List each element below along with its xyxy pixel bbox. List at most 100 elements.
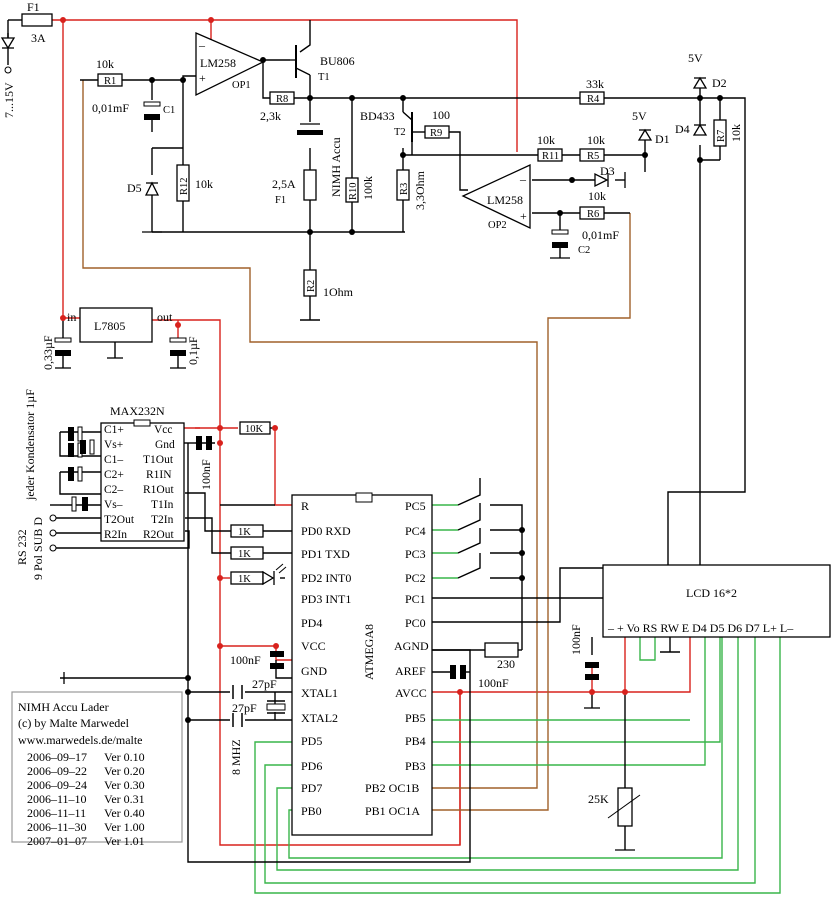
svg-text:VCC: VCC [301,639,326,653]
l7805-box [79,307,153,343]
power-input: F1 3A 7...15V [0,0,53,118]
svg-text:10k: 10k [587,133,605,147]
svg-text:8 MHZ: 8 MHZ [229,739,243,775]
svg-text:C2–: C2– [104,484,123,496]
svg-text:C1–: C1– [104,454,123,466]
svg-text:Ver 1.00: Ver 1.00 [104,820,145,834]
svg-text:PC2: PC2 [405,571,426,585]
op2-symbol [461,163,531,230]
svg-text:PC5: PC5 [405,499,426,513]
svg-text:MAX232N: MAX232N [110,404,165,418]
svg-text:T2Out: T2Out [104,514,135,526]
svg-text:PC1: PC1 [405,592,426,606]
svg-text:C2: C2 [578,245,590,256]
svg-text:Gnd: Gnd [155,439,175,451]
svg-text:in: in [67,310,76,324]
junctions [60,17,723,723]
svg-text:AREF: AREF [395,664,426,678]
svg-text:33k: 33k [586,77,604,91]
svg-text:1Ohm: 1Ohm [323,285,354,299]
svg-text:XTAL1: XTAL1 [301,686,338,700]
svg-text:2006–11–11: 2006–11–11 [27,806,86,820]
t1-tag: T1 [318,72,330,83]
svg-text:Vs–: Vs– [104,499,123,511]
svg-text:BD433: BD433 [360,109,395,123]
svg-text:AVCC: AVCC [395,686,427,700]
max232-box [100,422,185,542]
svg-text:1K: 1K [238,549,251,560]
svg-text:PB0: PB0 [301,804,322,818]
svg-text:27pF: 27pF [252,677,277,691]
svg-text:T2In: T2In [151,514,174,526]
svg-text:R10: R10 [348,182,359,200]
svg-text:PB2 OC1B: PB2 OC1B [365,781,419,795]
r2 [303,269,317,297]
fuse2 [303,169,317,201]
svg-text:PC4: PC4 [405,524,426,538]
r1 [97,73,123,87]
svg-text:2,3k: 2,3k [260,109,281,123]
svg-text:R1Out: R1Out [143,484,174,496]
svg-text:PB1 OC1A: PB1 OC1A [365,804,420,818]
svg-text:PC3: PC3 [405,547,426,561]
svg-text:R2Out: R2Out [143,529,174,541]
t1-label: BU806 [320,54,355,68]
svg-text:AGND: AGND [394,639,429,653]
svg-text:100: 100 [432,108,450,122]
svg-text:PD1 TXD: PD1 TXD [301,547,350,561]
svg-text:1K: 1K [238,574,251,585]
r7 [713,119,727,147]
svg-text:0,1µF: 0,1µF [186,336,200,365]
svg-text:2006–09–17: 2006–09–17 [27,750,87,764]
svg-text:C1+: C1+ [104,424,124,436]
svg-text:2006–09–24: 2006–09–24 [27,778,87,792]
op1-symbol [195,32,265,97]
svg-text:R2In: R2In [104,529,127,541]
svg-text:RS 232: RS 232 [15,529,29,565]
svg-text:100k: 100k [361,176,375,200]
svg-text:R3: R3 [399,183,410,195]
svg-text:Ver 0.10: Ver 0.10 [104,750,145,764]
svg-text:R11: R11 [542,151,559,162]
fuse-in [21,13,53,27]
svg-text:Ver 0.40: Ver 0.40 [104,806,145,820]
r6 [579,206,605,220]
svg-text:2006–09–22: 2006–09–22 [27,764,87,778]
svg-text:100nF: 100nF [230,653,261,667]
svg-text:GND: GND [301,664,327,678]
r9 [424,125,450,139]
svg-text:–: – [198,38,206,52]
svg-text:10K: 10K [245,424,264,435]
svg-text:out: out [157,310,173,324]
r5 [579,148,605,162]
svg-text:R1IN: R1IN [146,469,172,481]
svg-text:R7: R7 [716,130,727,142]
svg-text:R: R [301,499,309,513]
led-icon [262,570,275,586]
svg-text:100nF: 100nF [199,459,213,490]
svg-text:230: 230 [497,657,515,671]
svg-text:PD7: PD7 [301,781,322,795]
svg-text:LCD 16*2: LCD 16*2 [686,586,737,600]
svg-text:+: + [199,71,206,85]
info-author: (c) by Malte Marwedel [18,716,130,730]
max232: MAX232N jeder Kondensator 1µF C1+ Vs+ C1… [15,389,271,580]
fuse-in-label: F1 [27,0,40,14]
svg-text:2006–11–30: 2006–11–30 [27,820,87,834]
svg-text:T1Out: T1Out [143,454,174,466]
svg-text:R8: R8 [276,94,288,105]
svg-text:XTAL2: XTAL2 [301,711,338,725]
svg-text:D4: D4 [675,122,690,136]
svg-text:T2: T2 [394,127,406,138]
svg-text:10k: 10k [96,57,114,71]
info-url: www.marwedels.de/malte [18,733,143,747]
analog-wires [82,80,631,811]
supply-wires [52,19,691,846]
atmega8: ATMEGA8 R PD0 RXD PD1 TXD PD2 INT0 PD3 I… [229,492,519,836]
svg-text:1K: 1K [238,527,251,538]
lcd: LCD 16*2 – + Vo RS RW E D4 D5 D6 D7 L+ L… [569,564,831,827]
svg-text:Ver 1.01: Ver 1.01 [104,834,145,848]
op1-label: LM258 [200,56,236,70]
